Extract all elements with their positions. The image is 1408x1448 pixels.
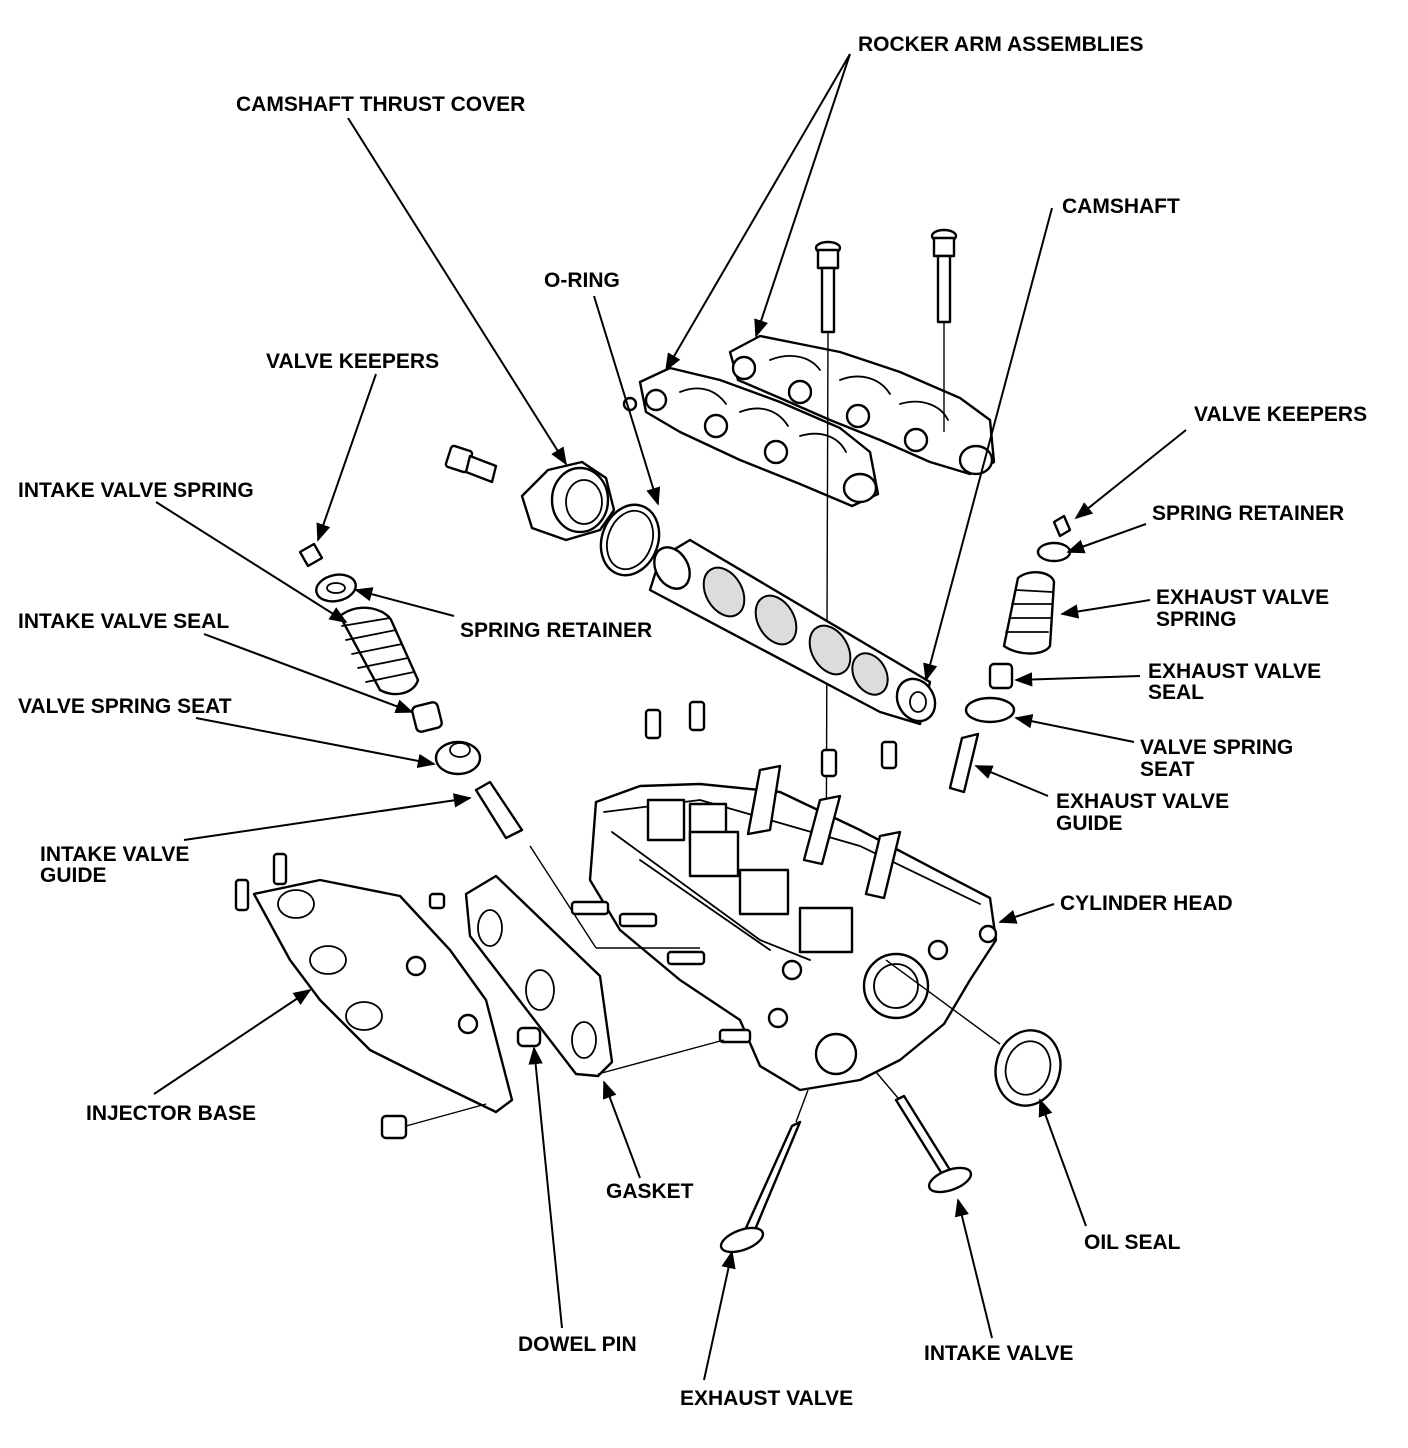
intake-valve-spring [338,606,420,696]
label-gasket: GASKET [606,1180,694,1203]
rocker-shaft-bolt-right [930,228,958,324]
label-camshaft: CAMSHAFT [1062,195,1180,218]
label-valve-spring-seat-left: VALVE SPRING SEAT [18,695,232,718]
label-intake-valve-spring: INTAKE VALVE SPRING [18,479,254,502]
camshaft [648,538,937,726]
intake-valve [894,1094,973,1194]
label-exhaust-valve-guide-line2: GUIDE [1056,812,1123,835]
exhaust-valve-seal [988,662,1014,690]
label-exhaust-valve-seal-line1: EXHAUST VALVE [1148,660,1321,683]
label-valve-keepers-right: VALVE KEEPERS [1194,403,1367,426]
label-intake-valve: INTAKE VALVE [924,1342,1073,1365]
rocker-shaft-bolt-left [814,240,842,334]
label-cylinder-head: CYLINDER HEAD [1060,892,1233,915]
exhaust-spring-retainer [1036,541,1072,563]
oil-seal [994,1029,1062,1107]
intake-valve-seal [411,701,443,733]
exhaust-valve-spring [1002,571,1056,655]
cylinder-head [570,764,998,1092]
exhaust-valve-guide [948,732,980,794]
intake-valve-spring-seat [434,740,482,776]
label-exhaust-valve-spring-line1: EXHAUST VALVE [1156,586,1329,609]
o-ring [599,503,661,577]
camshaft-thrust-cover [520,460,616,542]
label-injector-base: INJECTOR BASE [86,1102,256,1125]
label-exhaust-valve: EXHAUST VALVE [680,1387,853,1410]
intake-valve-guide [474,780,524,840]
label-exhaust-valve-guide-line1: EXHAUST VALVE [1056,790,1229,813]
exhaust-valve-keepers [1052,514,1072,538]
intake-valve-keepers [298,542,324,568]
exhaust-valve [719,1120,802,1254]
gasket [464,874,614,1078]
label-intake-valve-guide-line2: GUIDE [40,864,107,887]
exhaust-valve-spring-seat [964,696,1016,724]
leader-lines [153,53,1187,1381]
injector-base-nut [380,1114,408,1140]
label-intake-valve-guide-line1: INTAKE VALVE [40,843,189,866]
injector-base [234,852,514,1114]
dowel-pin [516,1026,542,1048]
label-rocker-arm-assemblies: ROCKER ARM ASSEMBLIES [858,33,1143,56]
label-exhaust-valve-spring-line2: SPRING [1156,608,1237,631]
label-valve-spring-seat-right-line2: SEAT [1140,758,1195,781]
rocker-arm-assembly-rear [728,334,996,476]
label-camshaft-thrust-cover: CAMSHAFT THRUST COVER [236,93,525,116]
rocker-arm-assembly-front [622,366,880,508]
label-spring-retainer-left: SPRING RETAINER [460,619,652,642]
label-valve-spring-seat-right-line1: VALVE SPRING [1140,736,1293,759]
head-dowel-pins [644,700,898,778]
label-intake-valve-seal: INTAKE VALVE SEAL [18,610,229,633]
label-exhaust-valve-seal-line2: SEAL [1148,681,1204,704]
thrust-cover-bolt [444,444,498,484]
label-spring-retainer-right: SPRING RETAINER [1152,502,1344,525]
label-o-ring: O-RING [544,269,620,292]
callout-labels: ROCKER ARM ASSEMBLIES CAMSHAFT THRUST CO… [18,33,1367,1410]
intake-spring-retainer [315,573,357,603]
label-oil-seal: OIL SEAL [1084,1231,1181,1254]
label-dowel-pin: DOWEL PIN [518,1333,637,1356]
label-valve-keepers-left: VALVE KEEPERS [266,350,439,373]
